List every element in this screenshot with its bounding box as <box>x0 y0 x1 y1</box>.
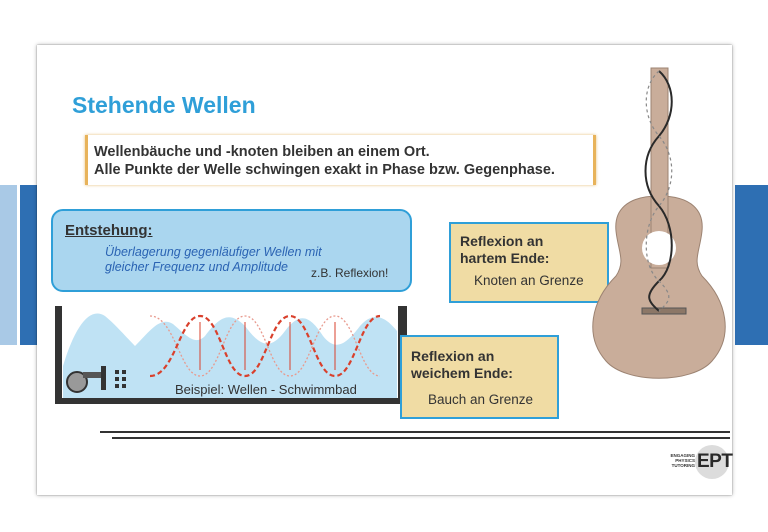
soft-end-title-2: weichem Ende: <box>411 365 513 381</box>
ept-logo: ENGAGING PHYSICS TUTORING EPT <box>662 444 733 480</box>
hard-end-box: Reflexion an hartem Ende: Knoten an Gren… <box>449 222 609 303</box>
left-edge-bar-light <box>0 185 17 345</box>
statement-line-2: Alle Punkte der Welle schwingen exakt in… <box>94 162 555 178</box>
origin-example: z.B. Reflexion! <box>311 266 389 280</box>
oscillation-arrows <box>199 322 336 370</box>
origin-heading: Entstehung: <box>65 222 153 239</box>
pool-water <box>63 313 397 398</box>
guitar-string-wave-dashed <box>645 70 673 312</box>
wave-machine-vents <box>115 370 126 388</box>
left-edge-bar-dark <box>20 185 37 345</box>
ept-logo-line-2: PHYSICS <box>675 458 695 463</box>
wave-machine-piston <box>83 372 103 378</box>
soft-end-box: Reflexion an weichem Ende: Bauch an Gren… <box>400 335 559 419</box>
pool-floor <box>55 398 407 404</box>
pool-caption: Beispiel: Wellen - Schwimmbad <box>175 382 357 397</box>
wave-machine-paddle <box>101 366 106 390</box>
statement-line-1: Wellenbäuche und -knoten bleiben an eine… <box>94 144 430 160</box>
pool-left-wall <box>55 306 62 404</box>
guitar-string-wave <box>644 70 673 312</box>
ept-logo-line-3: TUTORING <box>671 463 695 468</box>
ept-logo-circle <box>695 445 729 479</box>
guitar-sound-hole <box>642 231 676 265</box>
origin-description: Überlagerung gegenläufiger Wellen mit gl… <box>105 245 355 275</box>
right-edge-bar <box>735 185 768 345</box>
guitar-bridge <box>641 307 687 315</box>
guitar-illustration <box>592 67 726 379</box>
ept-logo-small-text: ENGAGING PHYSICS TUTORING <box>662 453 695 468</box>
hard-end-title-1: Reflexion an <box>460 233 544 249</box>
wave-machine-wheel <box>66 371 88 393</box>
ept-logo-letters: EPT <box>697 451 733 472</box>
origin-box: Entstehung: Überlagerung gegenläufiger W… <box>51 209 412 292</box>
hard-end-title-2: hartem Ende: <box>460 250 550 266</box>
origin-line-1: Überlagerung gegenläufiger Wellen mit <box>105 245 322 259</box>
hard-end-result: Knoten an Grenze <box>474 273 584 288</box>
origin-line-2: gleicher Frequenz und Amplitude <box>105 260 288 274</box>
guitar-neck <box>650 67 669 269</box>
guitar-body <box>592 195 726 379</box>
dashed-standing-wave <box>149 314 381 378</box>
soft-end-title-1: Reflexion an <box>411 348 495 364</box>
statement-box: Wellenbäuche und -knoten bleiben an eine… <box>85 135 596 185</box>
soft-end-result: Bauch an Grenze <box>428 392 534 407</box>
ept-logo-line-1: ENGAGING <box>670 453 695 458</box>
slide-title: Stehende Wellen <box>72 92 256 118</box>
